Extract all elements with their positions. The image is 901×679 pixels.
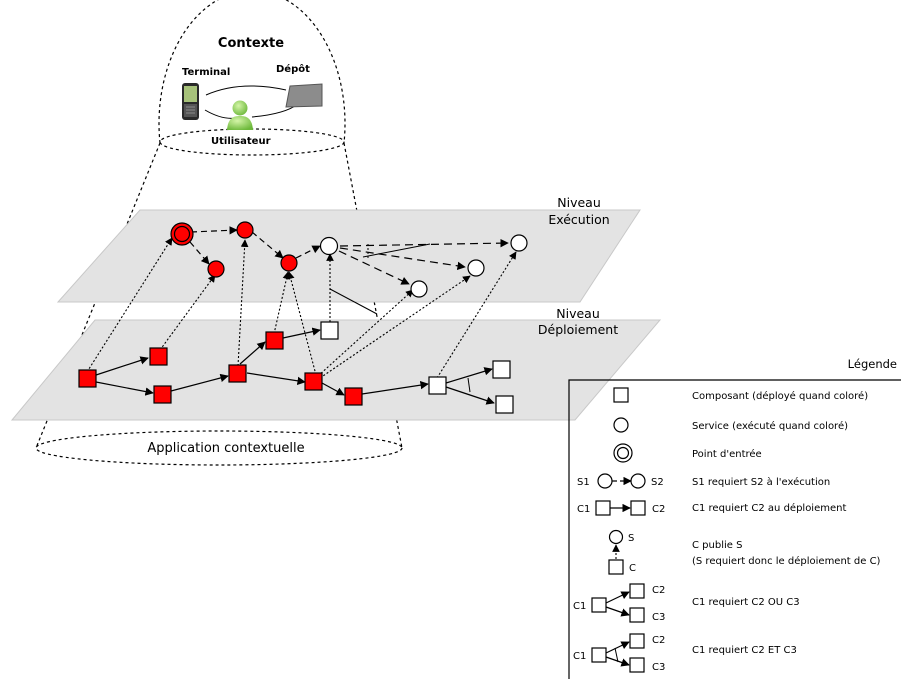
deployment-level-label: Niveau <box>556 306 600 321</box>
legend: Légende Composant (déployé quand coloré)… <box>568 357 901 679</box>
component-deployed <box>149 347 168 366</box>
component-undeployed <box>320 321 339 340</box>
legend-exec-dep-text: S1 requiert S2 à l'exécution <box>692 476 830 488</box>
service-active <box>207 260 225 278</box>
execution-level-label-2: Exécution <box>548 212 609 227</box>
legend-c-label: C <box>629 563 636 574</box>
execution-level-label: Niveau <box>557 195 601 210</box>
execution-links <box>189 226 509 285</box>
publish-links <box>86 237 517 379</box>
legend-or-text: C1 requiert C2 OU C3 <box>692 597 800 608</box>
legend-and-c3-icon <box>629 657 645 673</box>
entry-point-inner-ring <box>173 225 191 243</box>
service-inactive <box>510 234 528 252</box>
legend-component-icon <box>613 387 629 403</box>
legend-entry-point-inner-ring <box>616 446 630 460</box>
application-label: Application contextuelle <box>147 441 304 456</box>
legend-or-c2-icon <box>629 583 645 599</box>
legend-service-text: Service (exécuté quand coloré) <box>692 420 848 432</box>
legend-component-text: Composant (déployé quand coloré) <box>692 390 868 402</box>
phone-icon <box>182 83 199 120</box>
component-deployed <box>78 369 97 388</box>
context-bubble: Contexte Terminal Dépôt Utilisateur <box>158 0 346 156</box>
deployment-level-label-2: Déploiement <box>538 322 618 337</box>
deployment-plane <box>10 319 662 421</box>
terminal-label: Terminal <box>182 67 230 78</box>
legend-s-icon <box>608 529 624 545</box>
legend-c1-icon <box>595 500 611 516</box>
legend-s1-icon <box>597 473 613 489</box>
service-inactive <box>410 280 428 298</box>
service-active <box>280 254 298 272</box>
legend-s-label: S <box>628 533 634 544</box>
depot-label: Dépôt <box>276 63 310 75</box>
component-deployed <box>153 385 172 404</box>
depot-icon <box>285 83 323 108</box>
execution-plane <box>56 209 641 303</box>
user-label: Utilisateur <box>211 136 271 147</box>
legend-and-c1-label: C1 <box>573 651 586 662</box>
deployment-links <box>95 288 495 405</box>
components <box>78 321 514 414</box>
service-inactive <box>319 236 339 256</box>
legend-publish-text: C publie S <box>692 540 742 551</box>
legend-c1-label: C1 <box>577 504 590 515</box>
component-deployed <box>344 387 363 406</box>
legend-or-c1-label: C1 <box>573 601 586 612</box>
services <box>170 221 528 298</box>
application-ellipse <box>35 430 403 466</box>
legend-or-c3-label: C3 <box>652 612 665 623</box>
legend-c-icon <box>608 559 624 575</box>
component-undeployed <box>428 376 447 395</box>
legend-publish-text-2: (S requiert donc le déploiement de C) <box>692 555 881 567</box>
legend-or-c2-label: C2 <box>652 585 665 596</box>
legend-entry-point-text: Point d'entrée <box>692 448 762 460</box>
legend-s1-label: S1 <box>577 477 590 488</box>
legend-s2-label: S2 <box>651 477 664 488</box>
legend-and-c2-label: C2 <box>652 635 665 646</box>
legend-and-c2-icon <box>629 633 645 649</box>
component-deployed <box>265 331 284 350</box>
context-title: Contexte <box>218 36 284 51</box>
legend-title: Légende <box>848 357 897 371</box>
legend-and-c1-icon <box>591 647 607 663</box>
legend-or-c3-icon <box>629 607 645 623</box>
legend-service-icon <box>613 417 629 433</box>
legend-c2-label: C2 <box>652 504 665 515</box>
service-active <box>236 221 254 239</box>
service-inactive <box>467 259 485 277</box>
legend-deploy-dep-text: C1 requiert C2 au déploiement <box>692 502 846 514</box>
component-deployed <box>228 364 247 383</box>
legend-and-c3-label: C3 <box>652 662 665 673</box>
legend-or-c1-icon <box>591 597 607 613</box>
legend-c2-icon <box>630 500 646 516</box>
legend-and-text: C1 requiert C2 ET C3 <box>692 645 797 656</box>
user-icon <box>227 100 253 130</box>
component-deployed <box>304 372 323 391</box>
component-undeployed <box>492 360 511 379</box>
legend-s2-icon <box>630 473 646 489</box>
component-undeployed <box>495 395 514 414</box>
